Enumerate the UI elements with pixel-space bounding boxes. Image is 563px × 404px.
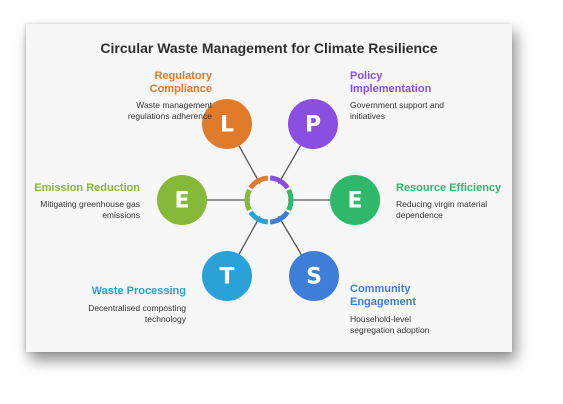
node-l: L	[202, 99, 252, 149]
node-circle-l	[202, 99, 252, 149]
desc-emission-reduction: Mitigating greenhouse gas emissions	[40, 199, 140, 220]
pestle-diagram: L P E S T E	[157, 99, 380, 301]
node-letter-e-right: E	[347, 189, 362, 214]
node-letter-s: S	[306, 265, 322, 290]
label-regulatory-compliance: Regulatory Compliance	[149, 70, 212, 95]
node-t: T	[202, 251, 252, 301]
node-e-right: E	[330, 175, 380, 225]
page-title: Circular Waste Management for Climate Re…	[100, 40, 438, 56]
node-circle-e-right	[330, 175, 380, 225]
ring-segment-t	[248, 210, 269, 225]
node-letter-t: T	[219, 265, 234, 290]
desc-regulatory-compliance: Waste management regulations adherence	[127, 100, 212, 121]
node-letter-l: L	[220, 113, 234, 138]
ring-segment-l	[248, 175, 269, 190]
label-community-engagement: Community Engagement	[350, 283, 417, 308]
label-policy-implementation: Policy Implementation	[350, 70, 432, 95]
ring-segment-e-right	[286, 188, 294, 212]
desc-policy-implementation: Government support and initiatives	[350, 100, 445, 121]
label-emission-reduction: Emission Reduction	[34, 182, 140, 194]
node-circle-p	[288, 99, 338, 149]
ring-center	[250, 181, 288, 219]
desc-resource-efficiency: Reducing virgin material dependence	[396, 199, 488, 220]
ring-segment-e-left	[244, 188, 252, 212]
node-s: S	[289, 251, 339, 301]
ring-segment-p	[269, 175, 290, 190]
node-circle-e-left	[157, 175, 207, 225]
node-circle-t	[202, 251, 252, 301]
ring-segment-s	[269, 210, 290, 225]
label-resource-efficiency: Resource Efficiency	[396, 182, 502, 194]
label-waste-processing: Waste Processing	[91, 285, 186, 297]
desc-community-engagement: Household-level segregation adoption	[350, 314, 430, 335]
node-e-left: E	[157, 175, 207, 225]
desc-waste-processing: Decentralised composting technology	[88, 303, 186, 324]
node-letter-p: P	[305, 113, 321, 138]
node-letter-e-left: E	[174, 189, 189, 214]
diagram-card: Circular Waste Management for Climate Re…	[26, 24, 512, 352]
node-p: P	[288, 99, 338, 149]
node-circle-s	[289, 251, 339, 301]
